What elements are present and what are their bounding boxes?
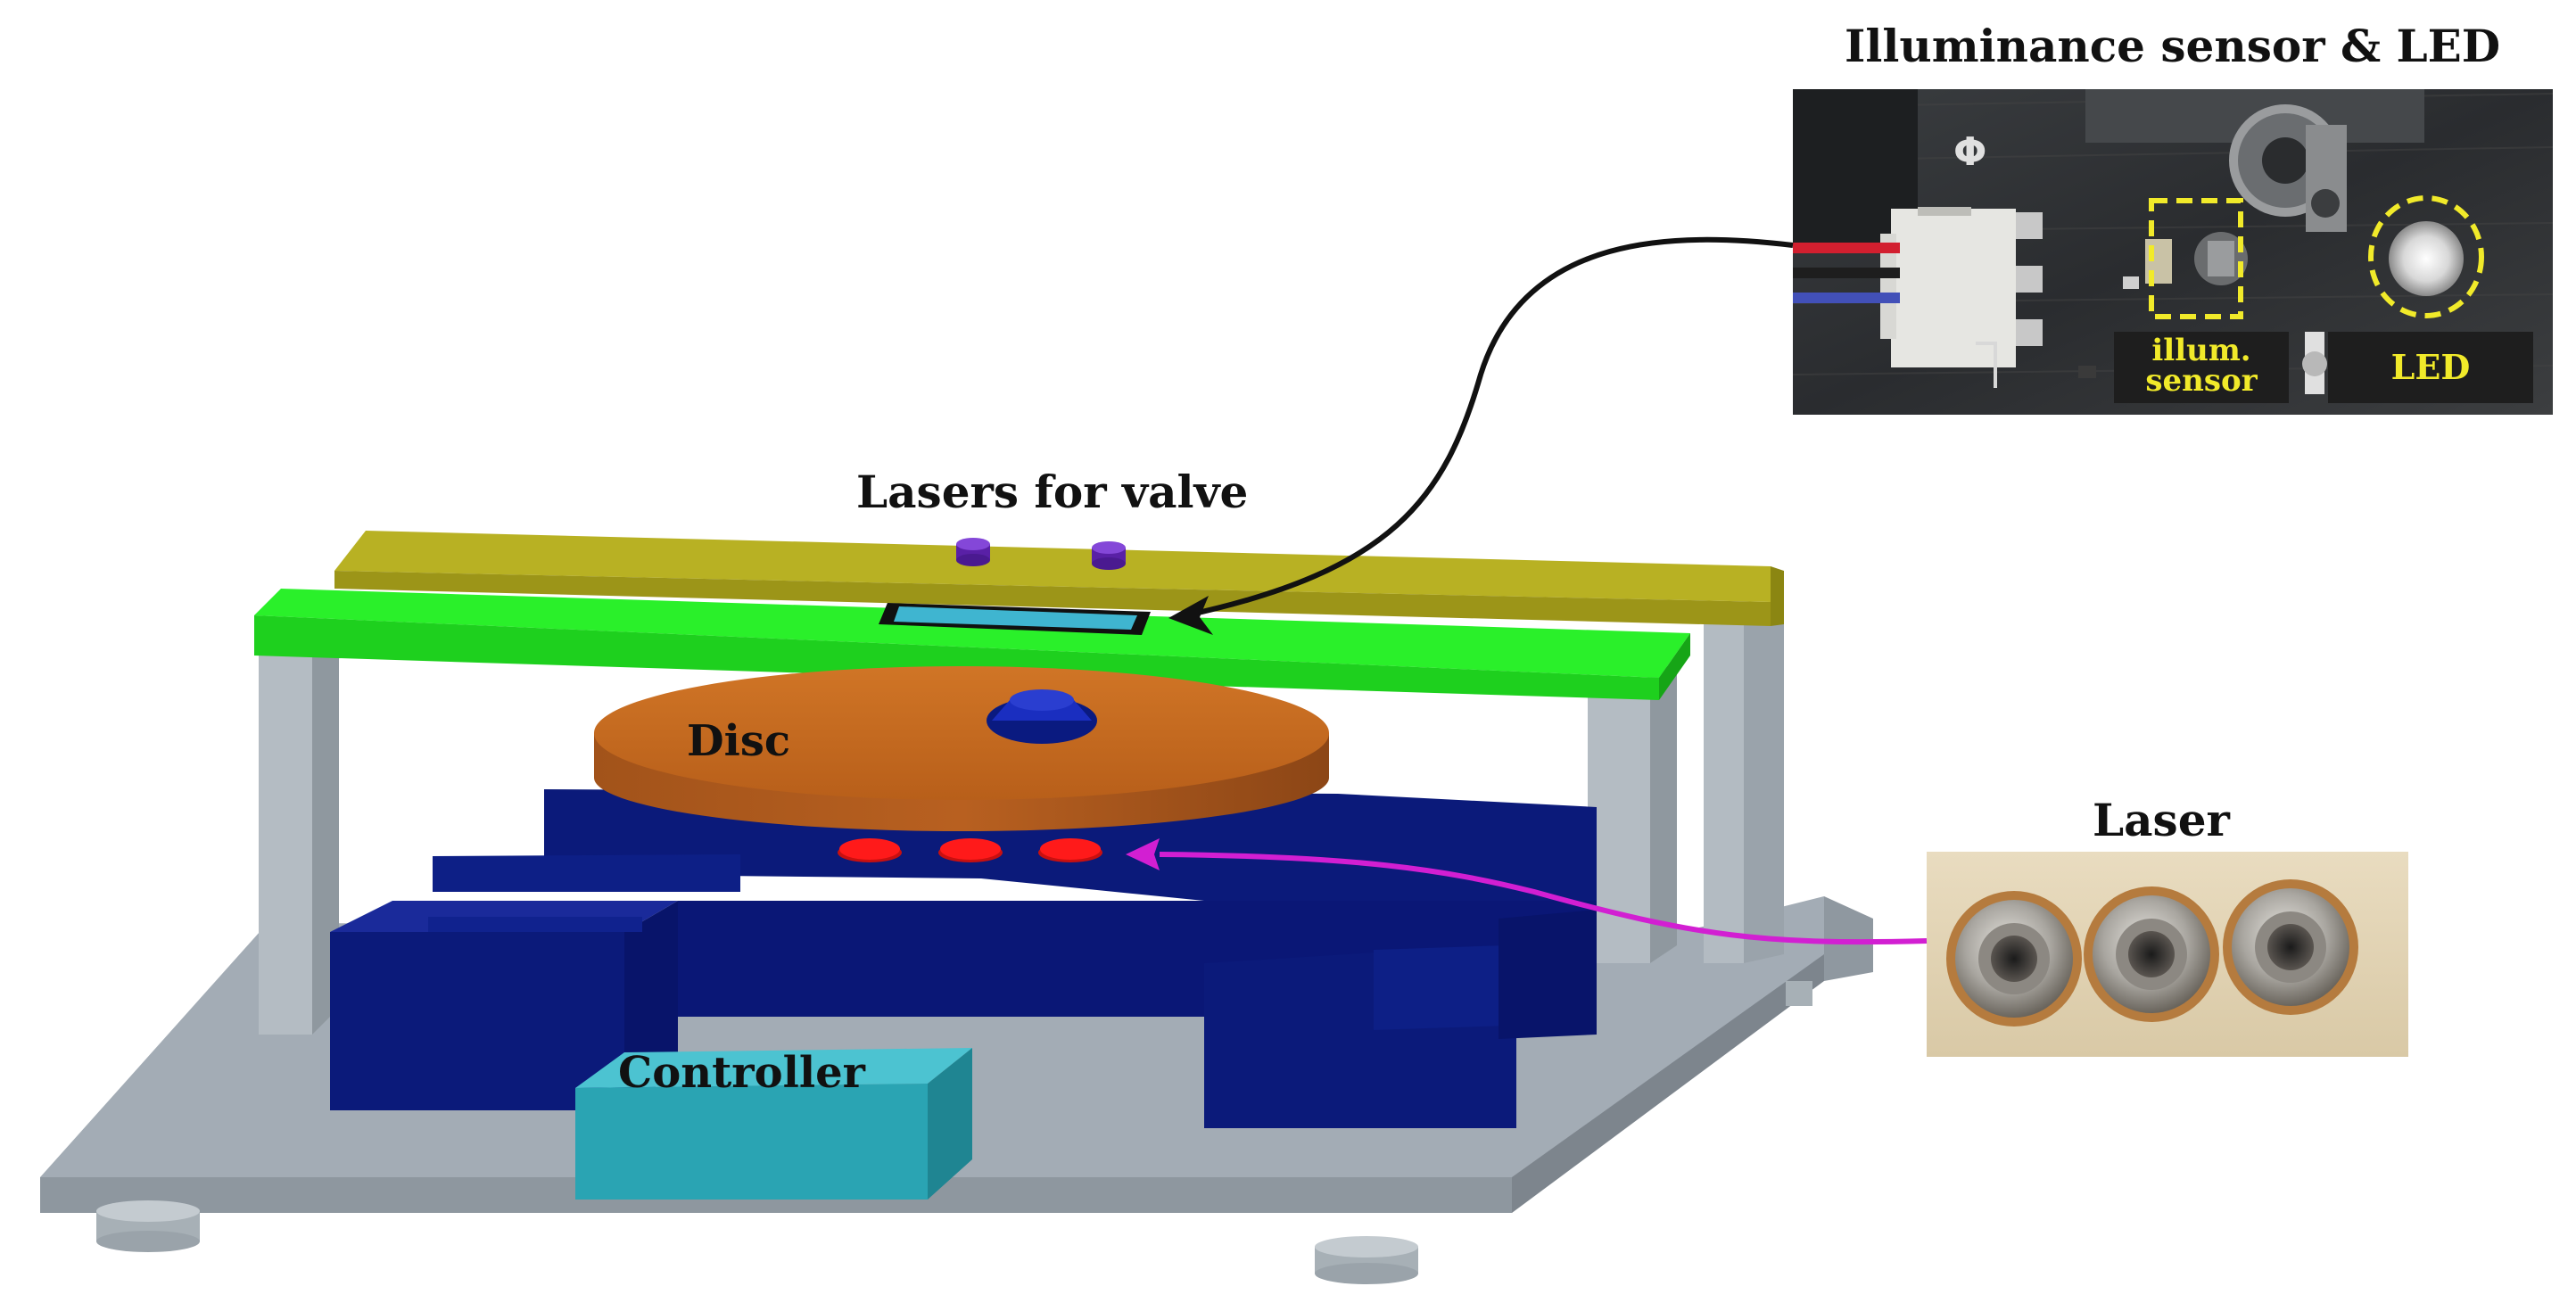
foot	[96, 1200, 200, 1252]
svg-text:Φ: Φ	[1953, 129, 1986, 175]
green-plate	[254, 589, 1690, 700]
led-highlight	[2368, 195, 2484, 318]
red-laser	[1038, 838, 1102, 862]
laser-diode	[2232, 888, 2349, 1006]
foot	[1786, 981, 1812, 1006]
disc	[594, 666, 1329, 831]
illum-sensor-tag-line1: illum.	[2151, 333, 2251, 368]
laser-diode	[1955, 900, 2073, 1018]
illum-sensor-tag: illum. sensor	[2114, 332, 2289, 403]
disc-label: Disc	[687, 716, 791, 766]
lasers-for-valve-label: Lasers for valve	[856, 466, 1249, 518]
controller-label: Controller	[618, 1048, 865, 1098]
yellow-plate	[334, 531, 1784, 626]
laser-diode	[2093, 895, 2210, 1013]
foot	[1315, 1236, 1418, 1284]
illuminance-title: Illuminance sensor & LED	[1845, 20, 2501, 72]
column	[259, 642, 339, 1035]
sensor-arrow	[1168, 236, 1794, 635]
red-laser	[938, 838, 1003, 862]
purple-laser	[1092, 541, 1126, 570]
disc-hub	[987, 689, 1097, 744]
sensor-board	[879, 603, 1151, 635]
illum-sensor-highlight	[2149, 198, 2243, 319]
laser-label: Laser	[2093, 794, 2230, 846]
column	[1588, 660, 1677, 963]
controller-box	[575, 1048, 972, 1200]
laser-arrow	[1126, 838, 1928, 945]
illum-sensor-tag-line2: sensor	[2145, 363, 2258, 399]
column	[1704, 615, 1784, 963]
red-laser	[838, 838, 902, 862]
led-tag: LED	[2328, 332, 2533, 403]
illuminance-sensor-photo: Φ	[1792, 89, 2554, 415]
purple-laser	[956, 538, 990, 566]
